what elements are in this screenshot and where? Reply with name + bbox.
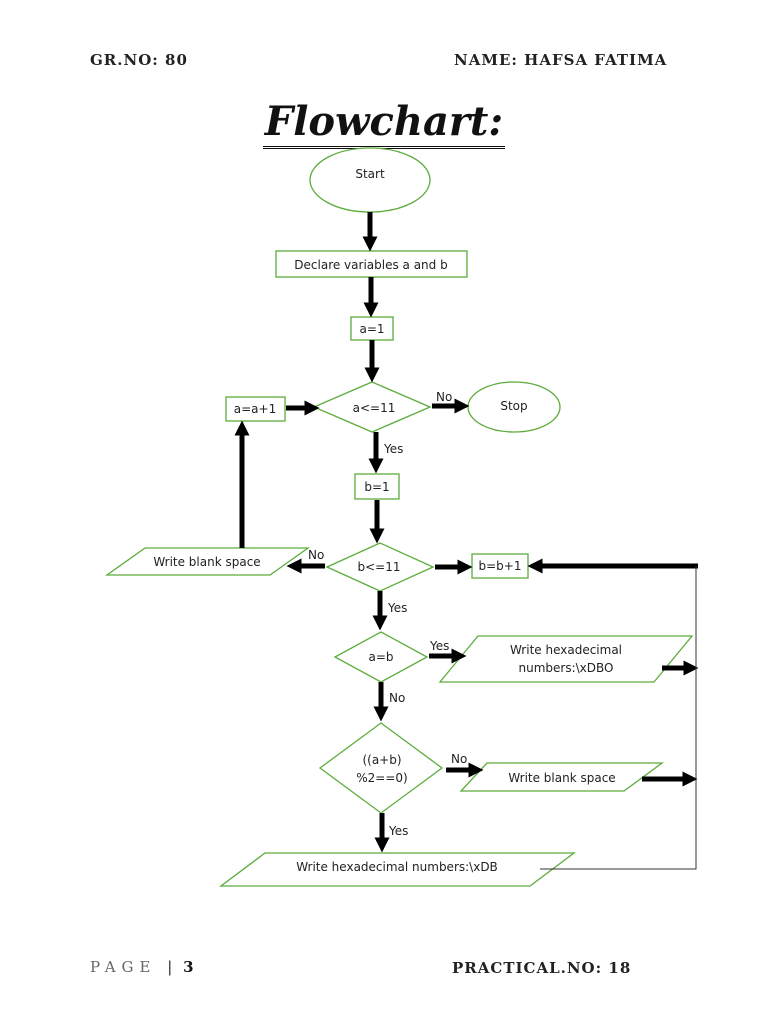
page-footer: PAGE | 3 (90, 958, 194, 976)
hex-dbo-label-line2: numbers:\xDBO (519, 661, 614, 675)
edge-label-no-mod: No (389, 691, 405, 705)
blank-right-parallelogram (459, 762, 664, 792)
edge-label-yes-b: Yes (383, 442, 403, 456)
student-name: NAME: HAFSA FATIMA (454, 51, 668, 69)
page-separator: | (167, 958, 173, 976)
edge-label-yes-db: Yes (388, 824, 408, 838)
b-inc-box (471, 553, 529, 579)
b-cond-label: b<=11 (358, 560, 401, 574)
b-init-box (354, 473, 400, 500)
stop-label: Stop (500, 399, 527, 413)
page-number: 3 (183, 958, 194, 976)
page-title-text: Flowchart: (262, 98, 506, 149)
edge-label-no-blank2: No (451, 752, 467, 766)
mod-cond-label-line2: %2==0) (356, 771, 407, 785)
b-inc-label: b=b+1 (479, 559, 522, 573)
edge-label-no-blank: No (308, 548, 324, 562)
page-title: Flowchart: (0, 98, 768, 149)
declare-label: Declare variables a and b (294, 258, 447, 272)
edge-label-yes-eq: Yes (387, 601, 407, 615)
return-loop-line (540, 566, 697, 870)
hex-db-parallelogram (219, 852, 576, 887)
a-cond-diamond (312, 381, 432, 433)
blank-left-parallelogram (104, 547, 311, 576)
practical-number: PRACTICAL.NO: 18 (452, 959, 632, 977)
start-label: Start (355, 167, 385, 181)
a-init-label: a=1 (359, 322, 384, 336)
blank-right-label: Write blank space (508, 771, 615, 785)
edge-label-no-stop: No (436, 390, 452, 404)
edge-label-yes-hex: Yes (429, 639, 449, 653)
mod-cond-label-line1: ((a+b) (362, 753, 401, 767)
page-word: PAGE (90, 958, 157, 976)
b-init-label: b=1 (364, 480, 389, 494)
mod-cond-diamond (318, 722, 444, 814)
a-inc-box (225, 396, 286, 422)
hex-db-label: Write hexadecimal numbers:\xDB (296, 860, 498, 874)
blank-left-label: Write blank space (153, 555, 260, 569)
hex-dbo-label-line1: Write hexadecimal (510, 643, 622, 657)
a-cond-label: a<=11 (353, 401, 396, 415)
gr-number: GR.NO: 80 (90, 51, 188, 69)
eq-cond-label: a=b (368, 650, 393, 664)
a-inc-label: a=a+1 (234, 402, 276, 416)
hex-dbo-parallelogram (438, 635, 694, 683)
